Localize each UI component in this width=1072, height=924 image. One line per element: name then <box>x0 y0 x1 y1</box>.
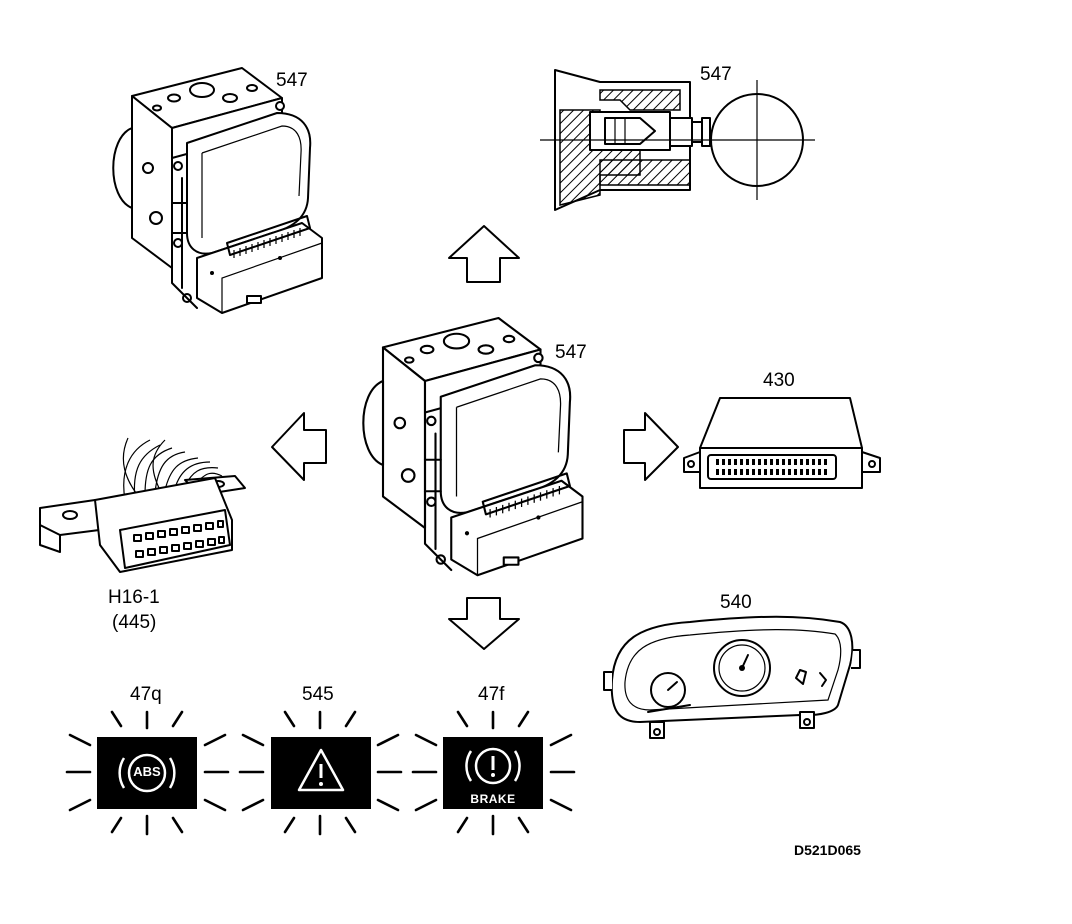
label-instrument-cluster: 540 <box>720 592 752 613</box>
brake-lamp-text: BRAKE <box>470 792 516 806</box>
label-abs-unit-center: 547 <box>555 342 587 363</box>
brake-warning-icon <box>411 710 576 836</box>
arrow-up-icon <box>448 225 520 283</box>
arrow-right-icon <box>623 412 679 481</box>
warning-triangle-icon <box>238 710 403 836</box>
drawing-code: D521D065 <box>794 842 861 858</box>
label-diagnostic-connector: H16-1 <box>108 587 160 608</box>
control-module-icon <box>683 397 881 489</box>
abs-unit-icon <box>362 316 584 577</box>
label-valve-section: 547 <box>700 64 732 85</box>
label-abs-warning-lamp: 47q <box>130 684 162 705</box>
valve-cross-section-icon <box>540 69 815 211</box>
label-brake-warning-lamp: 47f <box>478 684 505 705</box>
arrow-down-icon <box>448 597 520 650</box>
abs-lamp-text: ABS <box>133 764 161 779</box>
instrument-cluster-icon <box>603 615 861 739</box>
abs-unit-icon <box>112 67 323 314</box>
arrow-left-icon <box>271 412 327 481</box>
abs-warning-icon <box>65 710 230 836</box>
label-diagnostic-connector-ref: (445) <box>112 612 157 633</box>
label-control-module: 430 <box>763 370 795 391</box>
label-general-warning-lamp: 545 <box>302 684 334 705</box>
diagnostic-connector-icon <box>39 437 246 573</box>
label-abs-unit-top: 547 <box>276 70 308 91</box>
